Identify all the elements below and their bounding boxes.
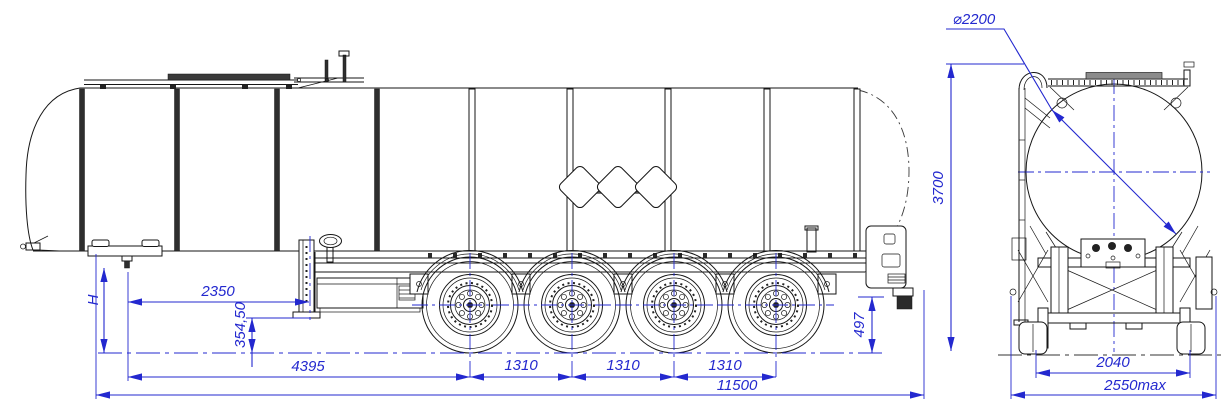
manhole-cover bbox=[1085, 72, 1163, 80]
rear-post bbox=[806, 227, 817, 253]
mudflap bbox=[896, 295, 913, 310]
dim-label-overall-height: 3700 bbox=[930, 171, 947, 205]
dim-label-axle-spacing-1: 1310 bbox=[504, 357, 538, 374]
dimension-overall-width: 2550max bbox=[1011, 377, 1216, 399]
suspension-post-left bbox=[1050, 246, 1069, 314]
dim-label-axle-spacing-3: 1310 bbox=[708, 357, 742, 374]
hanger bbox=[817, 273, 837, 295]
rear-bumper-box bbox=[865, 225, 914, 310]
hazard-placards bbox=[558, 165, 678, 209]
dim-label-kingpin-to-landing-gear: 2350 bbox=[200, 283, 235, 300]
dimension-landing-gear-clearance: 354,50 bbox=[232, 301, 256, 367]
dim-label-tank-diameter: ⌀2200 bbox=[953, 11, 996, 28]
dimension-axle-spacing-1: 1310 bbox=[470, 357, 572, 381]
dimension-tank-diameter: ⌀2200 bbox=[946, 11, 1177, 235]
dimension-axle-spacing-2: 1310 bbox=[572, 357, 674, 381]
dimension-track-width: 2040 bbox=[1036, 354, 1190, 377]
front-discharge-fitting bbox=[20, 235, 63, 252]
hanger bbox=[613, 273, 633, 295]
dimension-annotations: H 2350 354,50 4395 1310 1310 13 bbox=[85, 11, 1222, 399]
hanger bbox=[511, 273, 531, 295]
hanger bbox=[715, 273, 735, 295]
dimension-fifth-wheel-height: H bbox=[85, 268, 108, 353]
dim-label-overall-width: 2550max bbox=[1103, 377, 1166, 394]
dimension-kingpin-to-landing-gear: 2350 bbox=[128, 283, 309, 306]
dim-label-rear-underrun-clearance: 497 bbox=[851, 312, 868, 338]
dimension-overall-length: 11500 bbox=[96, 377, 924, 399]
rear-suspension bbox=[1009, 225, 1218, 355]
dim-label-kingpin-to-first-axle: 4395 bbox=[291, 358, 325, 375]
dimension-kingpin-to-first-axle: 4395 bbox=[128, 358, 470, 381]
dimension-rear-underrun-clearance: 497 bbox=[851, 297, 876, 353]
crank-handle bbox=[319, 234, 342, 263]
dim-label-axle-spacing-2: 1310 bbox=[606, 357, 640, 374]
rear-post-cap bbox=[804, 225, 819, 231]
dim-label-overall-length: 11500 bbox=[717, 377, 758, 394]
marker-light-left bbox=[1009, 288, 1017, 296]
dimension-overall-height: 3700 bbox=[930, 64, 955, 351]
suspension-post-right bbox=[1155, 246, 1174, 314]
folded-handrail bbox=[294, 50, 364, 89]
top-walkway bbox=[84, 50, 364, 89]
marker-light-right bbox=[1210, 288, 1218, 296]
front-support-bracket bbox=[87, 239, 163, 257]
side-view bbox=[20, 50, 914, 379]
dim-label-landing-gear-clearance: 354,50 bbox=[232, 301, 249, 348]
rear-walkway bbox=[1048, 61, 1195, 111]
dim-label-track-width: 2040 bbox=[1095, 354, 1130, 371]
tank-shell bbox=[25, 87, 910, 255]
ladder bbox=[1013, 72, 1051, 326]
rear-view bbox=[1009, 61, 1218, 355]
hanger bbox=[409, 273, 429, 295]
toolbox bbox=[316, 277, 424, 313]
kingpin bbox=[121, 255, 133, 269]
chassis-frame bbox=[314, 225, 885, 313]
tank-bands bbox=[79, 88, 861, 252]
dimension-axle-spacing-3: 1310 bbox=[674, 357, 776, 381]
dim-label-fifth-wheel-height: H bbox=[85, 294, 102, 305]
